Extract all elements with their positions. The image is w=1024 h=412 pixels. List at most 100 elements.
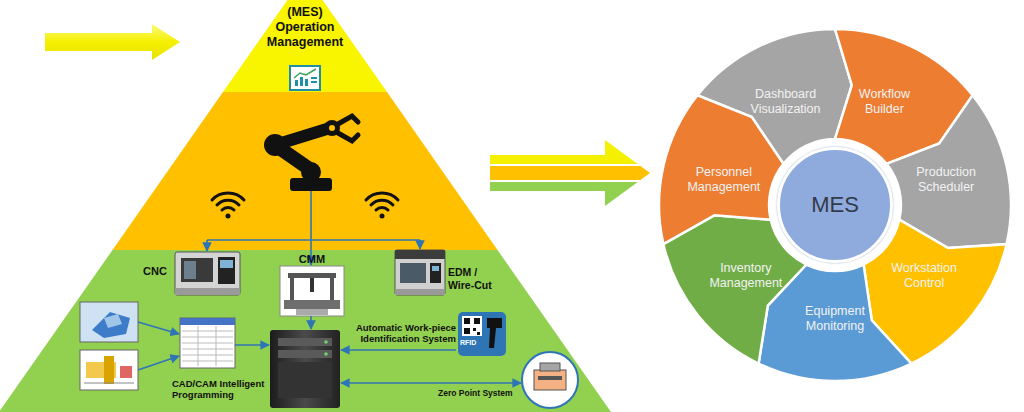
node-text: Workflow Builder [841, 87, 927, 117]
flow-arrow [490, 140, 650, 206]
cam-table-screenshot [198, 326, 199, 366]
cam-table-screenshot [182, 337, 233, 338]
robot-arm [275, 128, 330, 145]
cad-screenshot [92, 312, 130, 338]
hub-circle: MES [777, 147, 893, 263]
cnc-machine [218, 257, 235, 284]
cmm-machine [284, 300, 340, 309]
cnc-machine [181, 258, 213, 282]
wifi-symbol [222, 208, 234, 210]
wifi-symbol [380, 214, 385, 219]
server-tower [270, 330, 340, 408]
input-arrow [45, 24, 180, 60]
cnc-machine [175, 252, 240, 295]
band-shape [223, 0, 387, 92]
wifi-symbol [371, 200, 393, 205]
part-label: RFID [460, 339, 486, 347]
signal-wire [235, 344, 269, 346]
signal-wire [138, 191, 521, 383]
signal-wire [310, 191, 312, 240]
server-tower [324, 352, 328, 356]
edm-machine [395, 250, 445, 295]
cam-table-screenshot [180, 318, 235, 325]
signal-wire [138, 356, 179, 370]
signal-wire [138, 322, 179, 334]
wifi-symbol [376, 208, 388, 210]
edm-machine [430, 263, 441, 283]
cad-screenshot [80, 350, 138, 390]
id-scanner-icon [464, 328, 470, 334]
flow-arrow [490, 140, 650, 206]
dashboard-icon [311, 81, 317, 83]
cmm-machine [280, 266, 344, 316]
id-scanner-icon [462, 316, 482, 336]
id-scanner-icon [477, 332, 480, 335]
server-tower [278, 350, 332, 358]
wifi-symbol [212, 193, 244, 218]
robot-arm [338, 116, 358, 141]
cam-table-screenshot [216, 326, 217, 366]
id-scanner-icon [458, 312, 506, 356]
node-text: MES [780, 192, 890, 218]
cad-screenshot [80, 302, 138, 342]
node-text: Workstation Control [881, 261, 967, 291]
server-tower [324, 340, 328, 344]
cad-screenshot [104, 314, 122, 328]
cnc-machine [220, 260, 233, 268]
cnc-machine [184, 261, 196, 279]
part-label: Automatic Work-piece Identification Syst… [352, 322, 456, 345]
node-text: Production Scheduler [903, 165, 989, 195]
edm-machine [400, 263, 426, 283]
cmm-machine [290, 276, 294, 300]
cam-table-screenshot [182, 331, 233, 332]
server-tower [278, 338, 332, 346]
cnc-machine [175, 288, 240, 295]
server-tower [270, 330, 340, 408]
cam-table-screenshot [182, 355, 233, 356]
part-label: EDM / Wire-Cut [448, 266, 504, 291]
cad-screenshot [104, 356, 114, 384]
cam-table-screenshot [180, 318, 235, 368]
cad-screenshot [80, 302, 138, 390]
signal-wire [341, 382, 521, 384]
id-scanner-icon [458, 312, 506, 356]
part-label: CNC [143, 265, 175, 278]
segment-shape [663, 215, 806, 363]
node-text: Personnel Management [681, 165, 767, 195]
cam-table-screenshot [182, 349, 233, 350]
cad-screenshot [120, 366, 132, 378]
wifi-symbol [217, 200, 239, 205]
dashboard-icon [300, 77, 303, 86]
edm-machine [395, 289, 445, 295]
pyramid-band [113, 92, 498, 250]
edm-machine [395, 250, 445, 259]
id-scanner-icon [464, 318, 470, 324]
node-text: Dashboard Visualization [743, 87, 829, 117]
wifi-symbol [366, 193, 398, 218]
input-arrow [45, 24, 180, 60]
zero-point-icon [522, 352, 578, 408]
node-text: Inventory Management [703, 261, 789, 291]
cmm-machine [296, 309, 328, 315]
dashboard-icon [290, 66, 320, 90]
cmm-machine [280, 266, 344, 316]
robot-arm [329, 125, 335, 131]
id-scanner-icon [474, 318, 480, 324]
part-label: CMM [290, 253, 334, 266]
signal-wire [419, 240, 421, 249]
signal-wire [310, 316, 312, 329]
cmm-machine [310, 278, 314, 292]
edm-machine [395, 250, 445, 295]
cnc-machine [175, 252, 240, 295]
id-scanner-icon [473, 328, 476, 331]
part-label: CAD/CAM Intelligent Programming [172, 378, 290, 401]
signal-wire [207, 239, 420, 241]
cam-table-screenshot [180, 318, 235, 368]
wifi-symbol [366, 193, 398, 200]
pyramid-band [0, 250, 611, 412]
dashboard-icon [305, 79, 308, 86]
node-text: Equipment Monitoring [792, 304, 878, 334]
wifi-symbol [212, 193, 244, 200]
